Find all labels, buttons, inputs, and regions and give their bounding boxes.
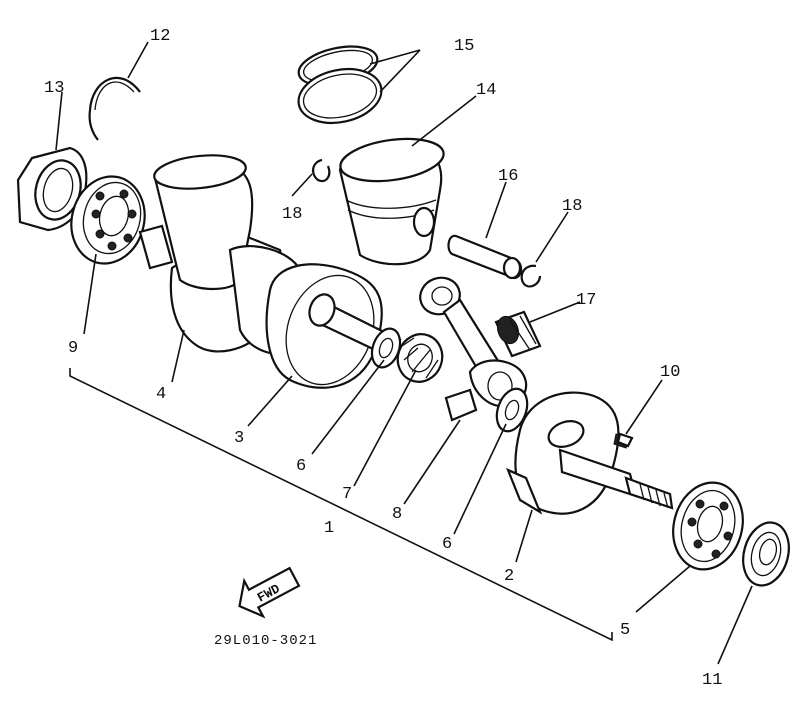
callout-12: 12 [150, 27, 170, 46]
assembly-bracket [69, 368, 613, 642]
callout-15: 15 [454, 37, 474, 56]
callout-6-left: 6 [296, 457, 306, 476]
callout-13: 13 [44, 79, 64, 98]
bearing-right [672, 481, 744, 571]
callout-5: 5 [620, 621, 630, 640]
callout-labels: 12 13 15 14 16 18 18 17 9 4 3 6 7 1 8 6 … [44, 27, 722, 690]
piston-pin [447, 234, 523, 280]
small-end-bearing [494, 310, 542, 358]
callout-1: 1 [324, 519, 334, 538]
callout-10: 10 [660, 363, 680, 382]
piston [338, 137, 445, 266]
callout-17: 17 [576, 291, 596, 310]
callout-16: 16 [498, 167, 518, 186]
crank-web-center [265, 263, 402, 389]
callout-4: 4 [156, 385, 166, 404]
washer-right [495, 387, 529, 433]
oil-seal-right [742, 521, 790, 587]
callout-3: 3 [234, 429, 244, 448]
callout-18-right: 18 [562, 197, 582, 216]
oil-seal-left [16, 146, 88, 232]
callout-6-right: 6 [442, 535, 452, 554]
piston-rings [297, 45, 383, 124]
callout-9: 9 [68, 339, 78, 358]
needle-bearing [396, 333, 444, 383]
callout-2: 2 [504, 567, 514, 586]
pin-clips [312, 158, 542, 288]
fwd-arrow: FWD [238, 566, 301, 619]
woodruff-key [616, 432, 634, 448]
callout-11: 11 [702, 671, 722, 690]
circlip-large [88, 76, 141, 141]
callout-14: 14 [476, 81, 496, 100]
figure-code: 29L010-3021 [214, 633, 317, 649]
crank-half-left [138, 154, 302, 356]
callout-7: 7 [342, 485, 352, 504]
callout-18-left: 18 [282, 205, 302, 224]
leader-lines [55, 41, 753, 665]
crank-half-right [505, 391, 674, 515]
callout-8: 8 [392, 505, 402, 524]
bearing-left [70, 175, 146, 265]
